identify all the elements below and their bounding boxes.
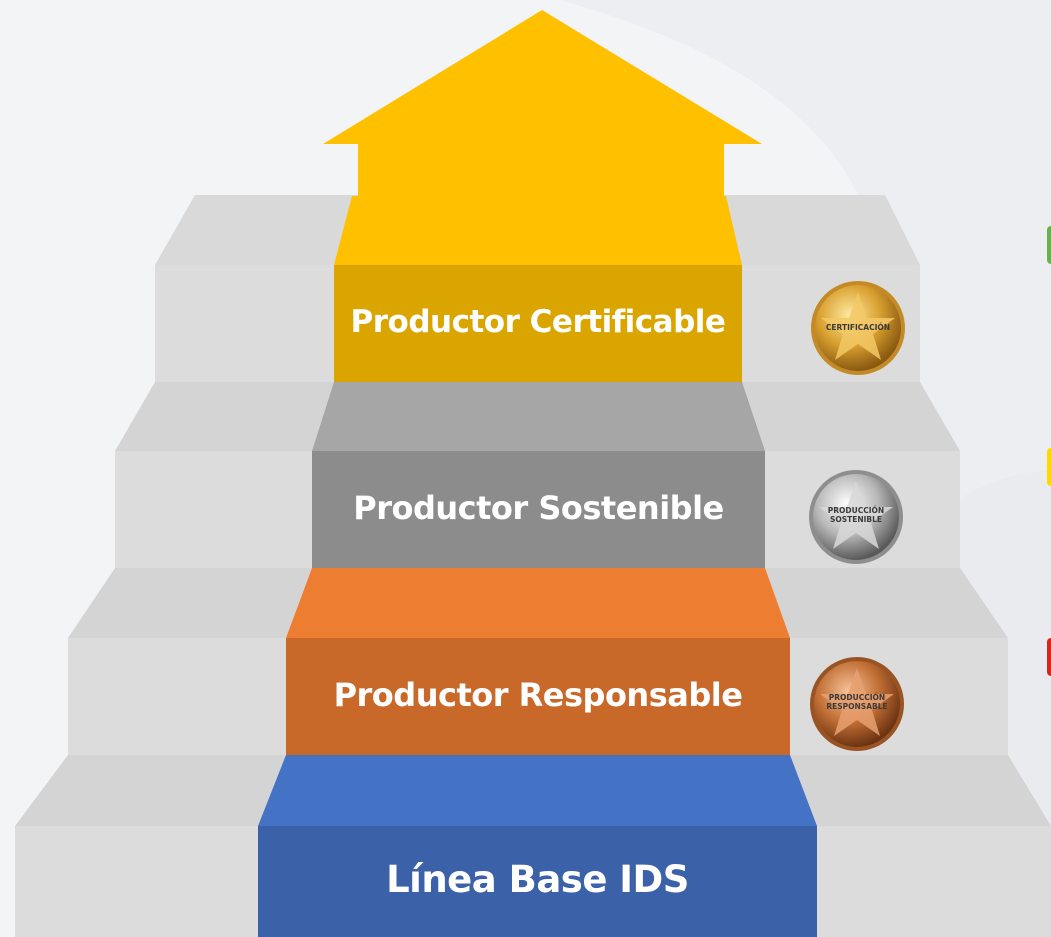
bronze-medal-icon xyxy=(810,657,904,751)
silver-medal-icon xyxy=(809,470,903,564)
yellow-tab xyxy=(1047,448,1051,486)
step-face-base xyxy=(258,826,817,937)
step-tread-responsable xyxy=(286,568,790,638)
red-tab xyxy=(1047,638,1051,676)
gold-medal-text: CERTIFICACIÓN xyxy=(825,323,891,332)
green-tab xyxy=(1047,226,1051,264)
level-label-responsable: Productor Responsable xyxy=(333,676,743,714)
step-face-responsable xyxy=(286,638,790,755)
step-face-sostenible xyxy=(312,451,765,568)
arrow-shaft xyxy=(358,143,724,198)
level-label-sostenible: Productor Sostenible xyxy=(353,489,724,527)
gold-medal-icon xyxy=(811,281,905,375)
step-face-certificable xyxy=(334,265,742,382)
step-tread-sostenible xyxy=(312,382,765,451)
step-tread-base xyxy=(258,755,817,826)
level-label-base: Línea Base IDS xyxy=(386,858,689,901)
arrow-tread xyxy=(334,196,742,265)
arrow-head xyxy=(323,10,762,144)
level-label-certificable: Producto​r Certificable xyxy=(350,304,726,340)
background-shape xyxy=(560,0,1051,937)
